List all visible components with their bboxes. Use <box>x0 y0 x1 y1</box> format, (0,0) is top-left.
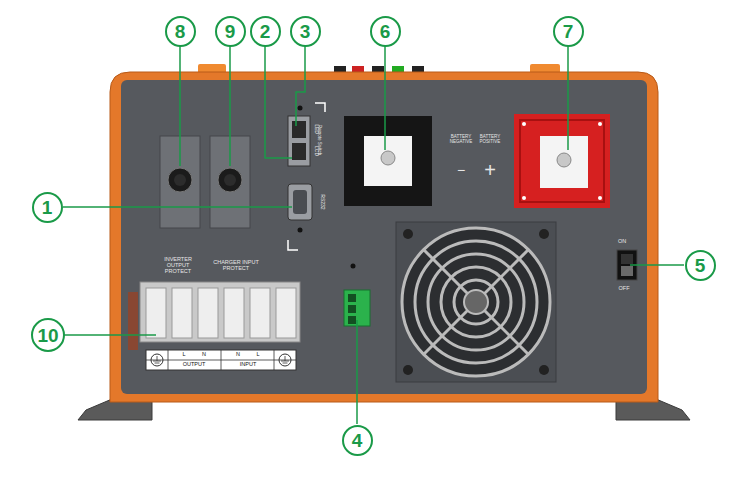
callout-circle: 6 <box>370 16 401 47</box>
negative-terminal <box>344 116 432 206</box>
breaker-label: INVERTER OUTPUT PROTECT <box>153 257 203 274</box>
callout-number: 7 <box>563 22 574 41</box>
callout-number: 4 <box>352 431 363 450</box>
leader-line <box>567 46 569 150</box>
ac-terminal-block <box>128 282 300 370</box>
callout-circle: 5 <box>685 250 716 281</box>
callout-circle: 8 <box>165 16 196 47</box>
callout-number: 2 <box>260 22 271 41</box>
leader-line <box>179 46 181 166</box>
polarity-sign: − <box>457 163 465 178</box>
breaker-label: CHARGER INPUT PROTECT <box>211 260 261 272</box>
cooling-fan <box>396 222 556 382</box>
terminal-group-label: OUTPUT <box>183 362 206 368</box>
callout-circle: 3 <box>290 16 321 47</box>
port-label: RS232 <box>319 194 324 209</box>
leader-line <box>356 320 358 424</box>
terminal-group-label: INPUT <box>240 362 257 368</box>
callout-number: 3 <box>300 22 311 41</box>
port-label: LED <box>313 124 318 134</box>
polarity-sign: + <box>484 160 496 181</box>
leader-line <box>630 264 684 266</box>
positive-terminal <box>514 114 610 208</box>
callout-circle: 7 <box>553 16 584 47</box>
terminal-label: BATTERY NEGATIVE <box>448 135 474 144</box>
terminal-pin-label: N <box>236 352 240 358</box>
callout-circle: 9 <box>215 16 246 47</box>
leader-line <box>229 46 231 166</box>
terminal-label: BATTERY POSITIVE <box>477 135 503 144</box>
leader-line <box>296 46 305 126</box>
callout-number: 10 <box>37 326 58 345</box>
housing <box>110 72 658 402</box>
port-label: LCD <box>313 146 318 156</box>
switch-label: OFF <box>619 286 630 292</box>
callout-circle: 10 <box>31 318 65 352</box>
terminal-pin-label: L <box>256 352 259 358</box>
rj-ports <box>288 103 325 166</box>
callout-number: 9 <box>225 22 236 41</box>
rs232-port <box>288 184 312 250</box>
callout-circle: 1 <box>32 192 63 223</box>
terminal-pin-label: L <box>182 352 185 358</box>
leader-line <box>63 206 292 208</box>
callout-circle: 4 <box>342 425 373 456</box>
callout-number: 1 <box>42 198 53 217</box>
leader-line <box>265 46 292 158</box>
callout-circle: 2 <box>250 16 281 47</box>
switch-label: ON <box>618 239 626 245</box>
leader-line <box>64 334 156 336</box>
signal-terminal <box>344 264 370 327</box>
leader-lines <box>63 46 684 424</box>
callout-number: 6 <box>380 22 391 41</box>
callout-number: 8 <box>175 22 186 41</box>
callout-number: 5 <box>695 256 706 275</box>
leader-line <box>384 46 386 150</box>
terminal-pin-label: N <box>202 352 206 358</box>
